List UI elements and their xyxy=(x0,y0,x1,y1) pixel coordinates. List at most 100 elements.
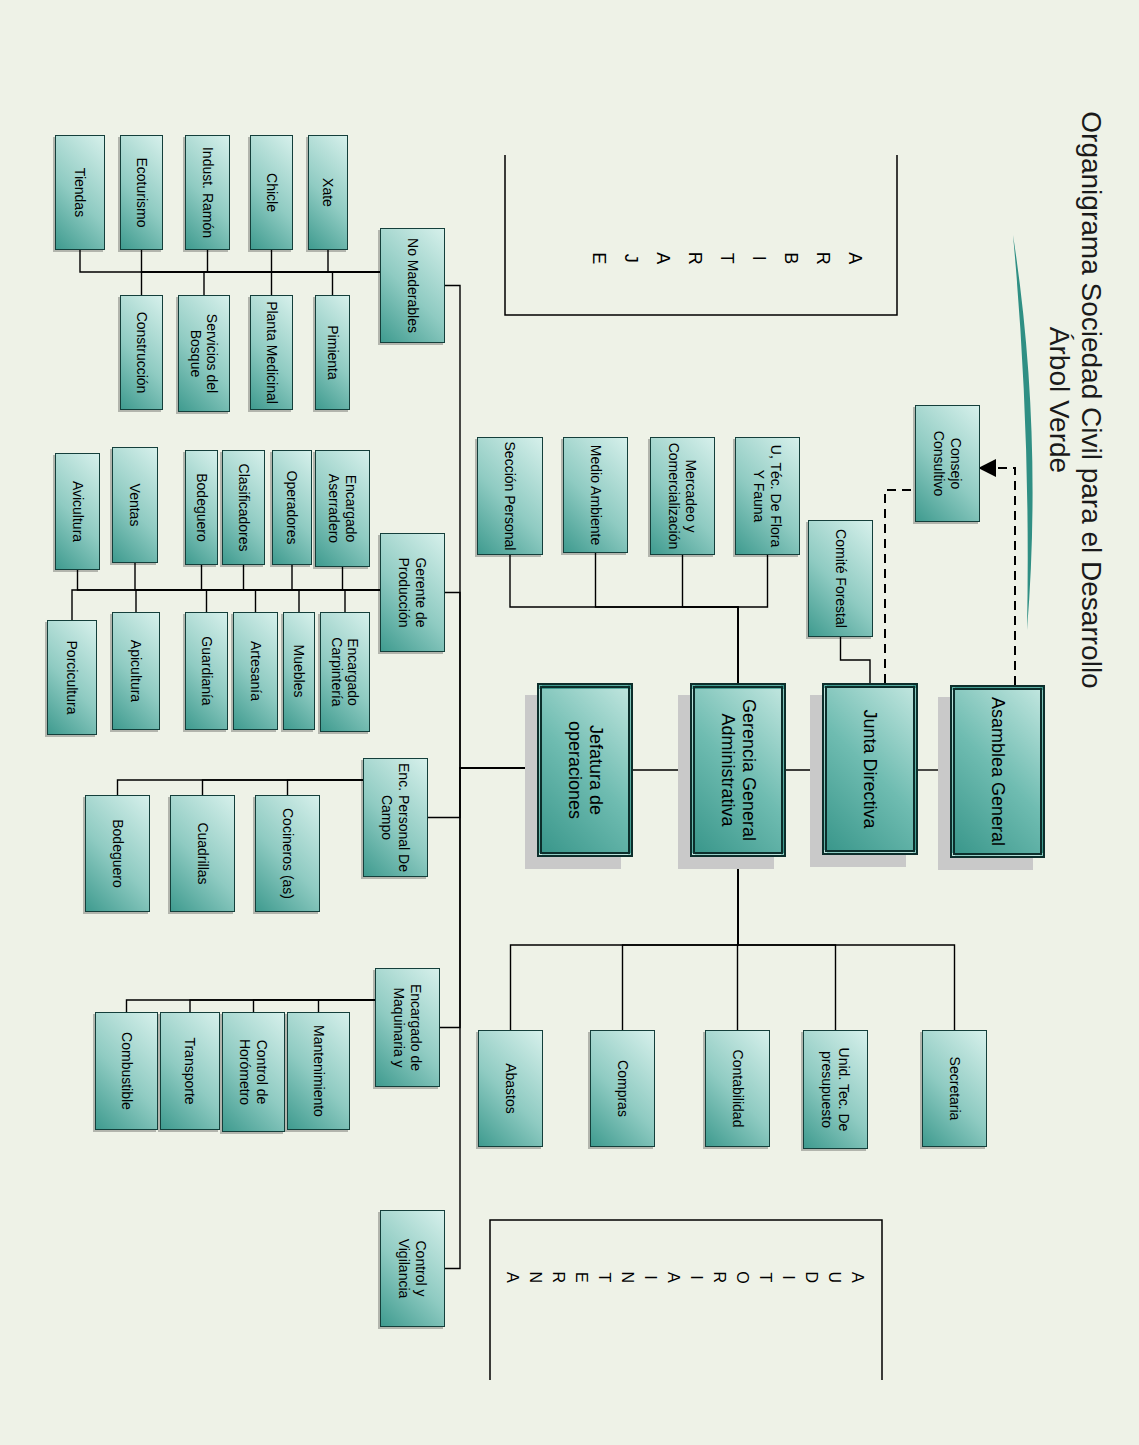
box-label: Muebles xyxy=(291,645,307,698)
unit-box: Compras xyxy=(590,1030,655,1147)
box-label: Avicultura xyxy=(69,481,85,542)
box-label: Chicle xyxy=(263,173,279,212)
connector xyxy=(135,563,380,590)
connector xyxy=(127,1000,376,1012)
box-label: Tiendas xyxy=(72,168,88,217)
box-label: U, Téc. De Flora Y Fauna xyxy=(751,441,783,551)
chart-title: Organigrama Sociedad Civil para el Desar… xyxy=(1043,95,1107,705)
unit-box: Porcicultura xyxy=(47,620,97,735)
connector xyxy=(256,590,381,612)
box-label: Cuadrillas xyxy=(194,822,210,884)
unit-box: Pimienta xyxy=(315,295,350,410)
unit-box: Sección Personal xyxy=(477,437,543,555)
unit-box: Medio Ambiente xyxy=(563,437,628,553)
unit-box: Apicultura xyxy=(112,612,160,730)
box-label: Encargado Aserradero xyxy=(326,454,358,563)
box-label: Gerencia General Administrativa xyxy=(717,691,758,849)
box-label: Enc. Personal De Campo xyxy=(379,762,411,873)
box-label: Contabilidad xyxy=(729,1050,745,1128)
unit-box: Tiendas xyxy=(55,135,105,250)
connector xyxy=(207,590,381,612)
unit-box: Unid. Tec. De presupuesto xyxy=(803,1030,868,1149)
connector xyxy=(328,250,380,272)
unit-box: Consejo Consultivo xyxy=(915,405,980,522)
connector xyxy=(142,272,381,295)
connector xyxy=(738,857,955,1030)
box-label: Planta Medicinal xyxy=(263,301,279,404)
box-label: Clasificadores xyxy=(235,464,251,552)
main-box: Gerencia General Administrativa xyxy=(690,683,786,857)
box-label: Xate xyxy=(320,178,336,207)
box-label: Pimienta xyxy=(324,325,340,379)
unit-box: Mercadeo y Comercialización xyxy=(650,437,715,555)
dashed-connector xyxy=(885,490,915,683)
connector xyxy=(292,565,380,590)
connector xyxy=(918,769,950,770)
unit-box: Avicultura xyxy=(55,453,100,570)
unit-box: Cuadrillas xyxy=(170,795,235,912)
connector xyxy=(623,857,739,1030)
unit-box: Contabilidad xyxy=(705,1030,770,1147)
unit-box: Bodeguero xyxy=(85,795,150,912)
connector xyxy=(738,857,836,1030)
unit-box: Indust. Ramón xyxy=(185,135,230,250)
box-label: Transporte xyxy=(182,1037,198,1104)
box-label: Consejo Consultivo xyxy=(931,409,963,518)
connector xyxy=(511,857,739,1030)
box-label: Gerente de Producción xyxy=(396,537,428,648)
main-box: Junta Directiva xyxy=(822,683,918,855)
box-label: Guardianía xyxy=(198,636,214,705)
connector xyxy=(683,555,739,683)
box-label: Medio Ambiente xyxy=(587,445,603,545)
unit-box: Secretaria xyxy=(922,1030,987,1147)
connector xyxy=(190,1000,375,1012)
box-label: Artesanía xyxy=(247,641,263,701)
unit-box: Gerente de Producción xyxy=(380,533,445,652)
leaf-swoosh xyxy=(1013,235,1033,630)
unit-box: Encargado Carpintería xyxy=(320,612,370,732)
bracket-label: ARBITRAJE xyxy=(583,251,871,265)
connector xyxy=(345,590,380,612)
unit-box: Ecoturismo xyxy=(120,135,163,250)
box-label: Indust. Ramón xyxy=(199,147,215,238)
connector xyxy=(204,272,380,295)
box-label: Junta Directiva xyxy=(860,709,881,828)
box-label: Ecoturismo xyxy=(133,157,149,227)
box-label: Construcción xyxy=(133,312,149,394)
connector xyxy=(288,780,364,795)
unit-box: Transporte xyxy=(160,1012,220,1130)
connector xyxy=(428,768,537,818)
connector xyxy=(208,250,381,272)
unit-box: U, Téc. De Flora Y Fauna xyxy=(735,437,800,555)
box-label: No Maderables xyxy=(404,238,420,333)
unit-box: Operadores xyxy=(272,450,312,565)
unit-box: Comité Forestal xyxy=(808,520,873,637)
box-label: Abastos xyxy=(502,1063,518,1114)
connector xyxy=(319,1000,376,1012)
unit-box: Guardianía xyxy=(185,612,228,730)
box-label: Encargado de Maquinaria y xyxy=(391,972,423,1083)
unit-box: Enc. Personal De Campo xyxy=(363,758,428,877)
main-box: Jefatura de operaciones xyxy=(537,683,633,857)
connector xyxy=(202,565,381,590)
box-label: Sección Personal xyxy=(502,442,518,551)
connector xyxy=(254,1000,376,1012)
connector xyxy=(738,555,768,683)
dashed-connector xyxy=(980,468,1015,685)
bracket xyxy=(490,1220,882,1380)
box-label: Secretaria xyxy=(946,1057,962,1121)
box-label: Bodeguero xyxy=(109,819,125,888)
connector xyxy=(445,768,537,1269)
unit-box: Muebles xyxy=(283,612,315,730)
unit-box: Clasificadores xyxy=(222,450,265,565)
connector xyxy=(440,768,537,1028)
box-label: Mantenimiento xyxy=(310,1025,326,1117)
box-label: Control y Vigilancia xyxy=(396,1214,428,1323)
box-label: Operadores xyxy=(284,471,300,545)
unit-box: Bodeguero xyxy=(185,450,218,565)
unit-box: Construcción xyxy=(120,295,163,410)
unit-box: Cocineros (as) xyxy=(255,795,320,912)
connector xyxy=(633,769,690,770)
box-label: Asamblea General xyxy=(987,697,1008,846)
unit-box: Encargado Aserradero xyxy=(315,450,370,567)
